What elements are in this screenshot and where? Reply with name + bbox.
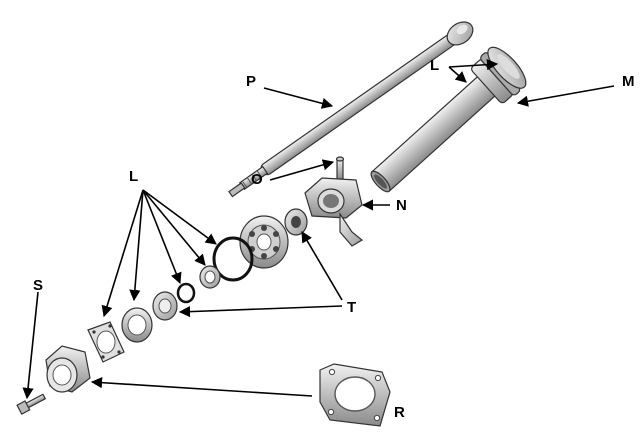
- axle-tube-m: [370, 46, 527, 193]
- label-p: P: [246, 73, 256, 90]
- square-flange-r: [319, 363, 391, 427]
- callout-labels: P L M O N L T S R: [33, 57, 635, 421]
- label-l-left: L: [129, 168, 138, 185]
- small-o-ring: [176, 282, 196, 304]
- label-t: T: [347, 299, 356, 316]
- large-o-ring: [212, 236, 254, 282]
- bolt-s: [16, 393, 47, 415]
- carrier-housing-n: [304, 177, 364, 247]
- label-r: R: [394, 404, 405, 421]
- label-m: M: [622, 73, 635, 90]
- small-seal: [199, 265, 221, 289]
- ball-bearing: [239, 215, 289, 269]
- label-s: S: [33, 277, 43, 294]
- bearing-cup-upper: [284, 208, 308, 236]
- label-o: O: [251, 171, 263, 188]
- shaft-p: [228, 21, 474, 198]
- label-n: N: [396, 197, 407, 214]
- stud-o: [335, 156, 345, 180]
- label-l-top: L: [430, 57, 439, 74]
- gasket-plate: [87, 321, 125, 363]
- leader-lines: [22, 59, 615, 400]
- bearing-cup-lower: [152, 291, 178, 321]
- bearing-housing: [45, 345, 91, 393]
- spacer-ring: [121, 307, 153, 343]
